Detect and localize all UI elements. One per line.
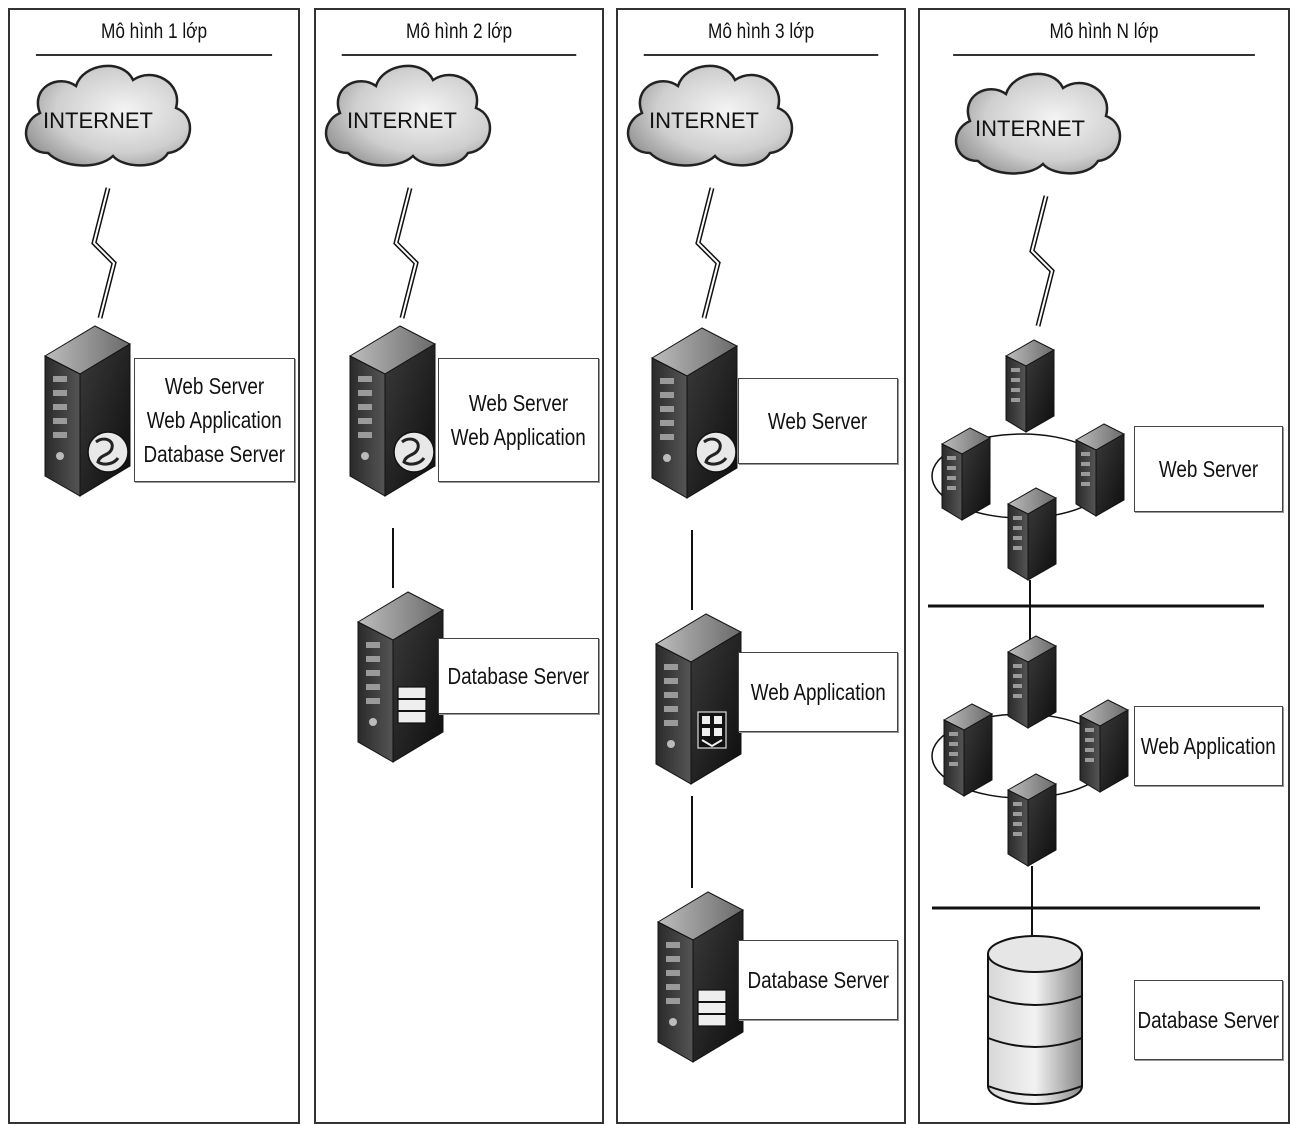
app-server-node-icon xyxy=(1079,699,1129,793)
label-line: Web Application xyxy=(750,679,886,705)
label-box-db: Database Server xyxy=(1134,980,1283,1060)
web-server-node-icon xyxy=(941,427,991,521)
column-title: Mô hình 2 lớp xyxy=(341,10,577,56)
label-box-web: Web Server xyxy=(1134,426,1283,512)
column-2-tier: Mô hình 2 lớp xyxy=(314,8,604,1124)
column-title: Mô hình 3 lớp xyxy=(643,10,879,56)
label-line: Web Application xyxy=(147,407,282,433)
lightning-link-icon xyxy=(396,188,416,318)
label-box-web: Web Server Web Application xyxy=(438,358,599,482)
web-server-node-icon xyxy=(1005,339,1055,433)
label-box-app: Web Application xyxy=(738,652,898,732)
lightning-link-icon xyxy=(698,188,718,318)
label-line: Database Server xyxy=(447,663,590,689)
lightning-link-icon xyxy=(94,188,114,318)
globe-icon xyxy=(392,430,436,474)
label-line: Web Server xyxy=(164,373,265,399)
label-box-db: Database Server xyxy=(738,940,898,1020)
label-box-app: Web Application xyxy=(1134,706,1283,786)
label-line: Database Server xyxy=(747,967,889,993)
label-line: Web Server xyxy=(1158,456,1259,482)
app-server-node-icon xyxy=(943,703,993,797)
database-icon xyxy=(697,989,727,1027)
app-server-icon xyxy=(655,613,742,785)
label-box-db: Database Server xyxy=(438,638,599,714)
column-n-tier: Mô hình N lớp xyxy=(918,8,1290,1124)
column-1-tier: Mô hình 1 lớp xyxy=(8,8,300,1124)
database-server-icon xyxy=(357,591,444,763)
cloud-label: INTERNET xyxy=(347,108,457,133)
app-server-node-icon xyxy=(1007,635,1057,729)
cloud-label: INTERNET xyxy=(975,116,1085,141)
database-cylinder-icon xyxy=(987,935,1083,1105)
label-box-web: Web Server xyxy=(738,378,898,464)
cloud-label: INTERNET xyxy=(43,108,153,133)
label-line: Database Server xyxy=(1137,1007,1280,1033)
database-icon xyxy=(397,686,427,724)
column-title: Mô hình N lớp xyxy=(953,10,1255,56)
globe-icon xyxy=(694,430,738,474)
application-icon xyxy=(697,711,727,749)
lightning-link-icon xyxy=(1032,196,1052,326)
app-server-node-icon xyxy=(1007,773,1057,867)
database-server-icon xyxy=(657,891,744,1063)
globe-icon xyxy=(86,430,130,474)
label-line: Web Application xyxy=(1141,733,1276,759)
cloud-label: INTERNET xyxy=(649,108,759,133)
label-line: Database Server xyxy=(143,441,286,467)
web-server-node-icon xyxy=(1007,487,1057,581)
label-box-web-db: Web Server Web Application Database Serv… xyxy=(134,358,295,482)
label-line: Web Server xyxy=(468,390,569,416)
column-title: Mô hình 1 lớp xyxy=(35,10,273,56)
label-line: Web Server xyxy=(768,408,868,434)
label-line: Web Application xyxy=(451,424,586,450)
server-icon xyxy=(651,327,738,499)
web-server-node-icon xyxy=(1075,423,1125,517)
